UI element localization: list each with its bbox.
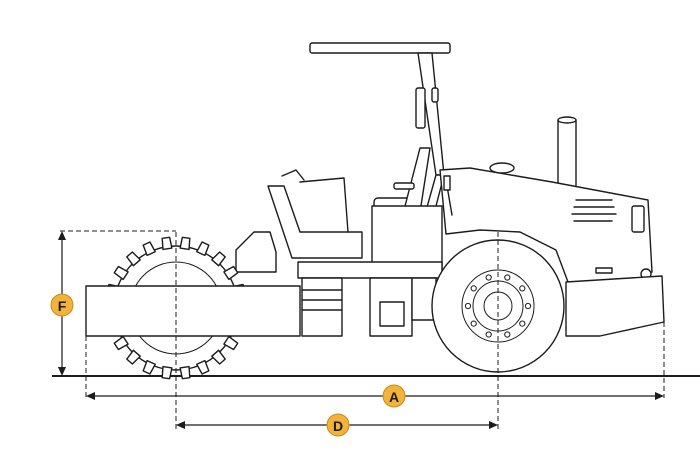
dimension-a	[85, 322, 665, 400]
drum-pad	[126, 349, 141, 365]
drum-pad	[142, 359, 156, 375]
drum-pad	[113, 335, 129, 351]
wheel-lug-nut	[464, 302, 472, 310]
drum-support	[235, 231, 277, 273]
drum-frame	[85, 285, 301, 337]
rear-counterweight	[565, 275, 665, 337]
drum-pad	[126, 251, 141, 267]
drum-pad	[211, 251, 226, 267]
wheel-lug-nut	[504, 274, 511, 281]
drum-pad	[113, 265, 129, 281]
wheel-lug-nut	[519, 285, 526, 292]
wheel-lug-nut	[485, 274, 492, 281]
badge-d: D	[326, 413, 350, 437]
label-f: F	[58, 298, 67, 314]
wheel-lug-nut	[470, 320, 477, 327]
drum-pad	[179, 236, 191, 251]
exhaust-stack	[557, 116, 577, 189]
drum-pad	[142, 241, 156, 257]
engine-hood	[439, 162, 653, 283]
wheel-lug-nut	[485, 331, 492, 338]
drum-pad	[223, 335, 239, 351]
drum-pad	[161, 236, 173, 251]
badge-f: F	[50, 293, 74, 317]
drum-pad	[196, 359, 210, 375]
wheel-lug-nut	[470, 285, 477, 292]
drum-pad	[223, 265, 239, 281]
label-d: D	[333, 418, 343, 434]
wheel-lug-nut	[524, 302, 532, 310]
main-frame	[297, 205, 443, 337]
drum-pad	[196, 241, 210, 257]
drum-pad	[211, 349, 226, 365]
drum-pad	[161, 365, 173, 380]
wheel-lug-nut	[504, 331, 511, 338]
badge-a: A	[382, 384, 406, 408]
drum-pad	[179, 365, 191, 380]
wheel-lug-nut	[519, 320, 526, 327]
label-a: A	[389, 389, 399, 405]
